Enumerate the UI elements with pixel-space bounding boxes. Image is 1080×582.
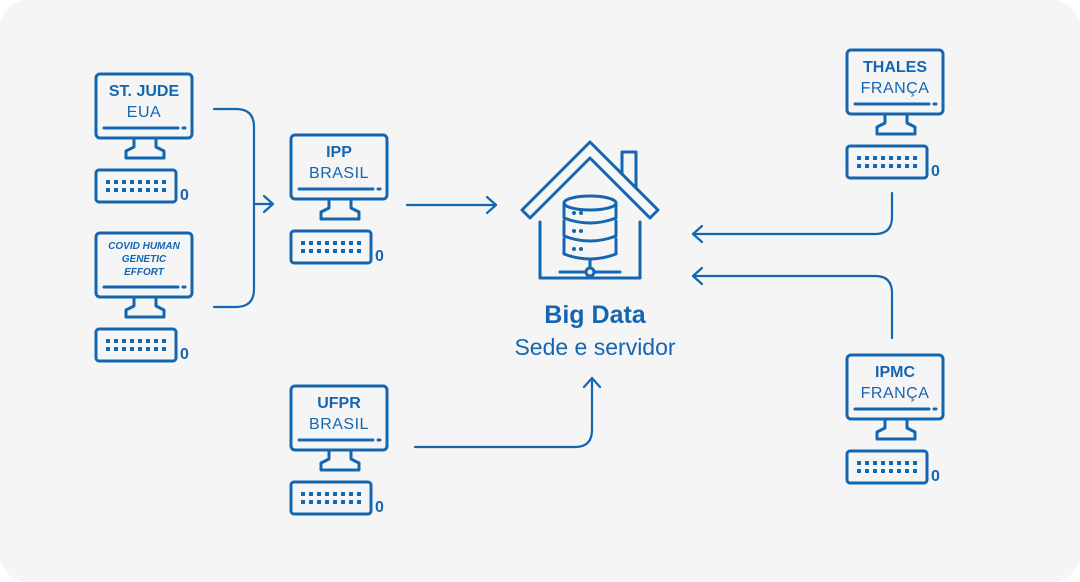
node-name: ST. JUDE — [109, 83, 180, 100]
node-name: IPMC — [875, 364, 915, 381]
connector-covid — [212, 202, 256, 309]
computer-node-covid-human-genetic-effort: COVID HUMAN GENETIC EFFORT 0 — [94, 231, 194, 363]
node-country: FRANÇA — [861, 80, 930, 97]
arrowhead-ipmc — [691, 266, 704, 286]
arrowhead-bigdata-bottom — [582, 376, 602, 389]
node-name: IPP — [326, 144, 352, 161]
center-title: Big Data — [544, 301, 647, 329]
connector-ufpr-bigdata — [413, 376, 594, 449]
computer-node-ipmc: IPMC FRANÇA 0 — [845, 353, 945, 485]
computer-node-ipp: IPP BRASIL 0 — [289, 133, 389, 265]
computer-node-thales: THALES FRANÇA 0 — [845, 48, 945, 180]
connector-ipmc-bigdata — [691, 274, 894, 340]
node-country: EUA — [127, 104, 161, 121]
node-badge: 0 — [375, 248, 384, 265]
node-country: BRASIL — [309, 416, 369, 433]
arrowhead-ipp — [262, 194, 275, 214]
node-country: BRASIL — [309, 165, 369, 182]
computer-icon — [94, 231, 194, 363]
arrowhead-thales — [691, 224, 704, 244]
computer-node-ufpr: UFPR BRASIL 0 — [289, 384, 389, 516]
node-country: FRANÇA — [861, 385, 930, 402]
node-badge: 0 — [931, 163, 940, 180]
connector-st-jude — [212, 107, 256, 206]
node-name-line-3: EFFORT — [124, 267, 165, 278]
node-name-line-2: GENETIC — [122, 254, 167, 265]
node-badge: 0 — [180, 346, 189, 363]
computer-node-st-jude: ST. JUDE EUA 0 — [94, 72, 194, 204]
node-name: THALES — [863, 59, 927, 76]
connector-thales-bigdata — [691, 191, 894, 236]
node-name-line-1: COVID HUMAN — [108, 241, 180, 252]
node-badge: 0 — [931, 468, 940, 485]
node-badge: 0 — [180, 187, 189, 204]
node-badge: 0 — [375, 499, 384, 516]
node-name: UFPR — [317, 395, 361, 412]
server-house-icon — [520, 140, 660, 280]
arrowhead-bigdata-left — [485, 195, 498, 215]
center-subtitle: Sede e servidor — [514, 334, 675, 360]
